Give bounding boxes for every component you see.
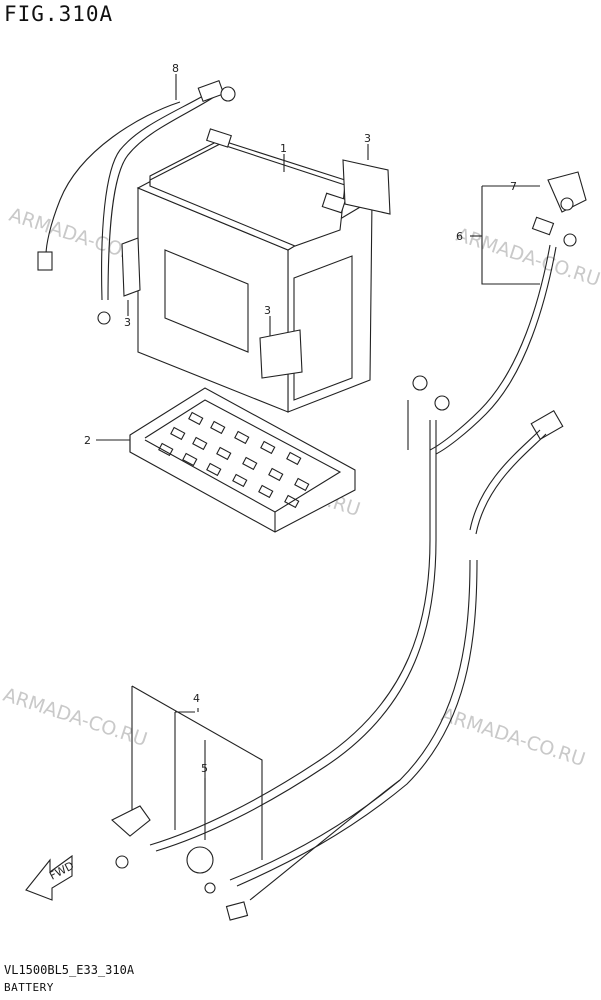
section-name: BATTERY xyxy=(4,981,54,994)
fwd-arrow: FWD xyxy=(25,854,76,901)
terminal-cover xyxy=(547,171,587,213)
callout-4: 4 xyxy=(193,692,200,705)
watermark-text: ARMADA-CO.RU xyxy=(0,684,149,751)
battery xyxy=(121,128,374,413)
main-harness xyxy=(149,375,564,901)
callout-2: 2 xyxy=(84,434,91,447)
callout-8: 8 xyxy=(172,62,179,75)
callouts: 8 1 3 3 3 2 7 6 4 5 xyxy=(84,62,517,775)
battery-cable-negative xyxy=(37,79,236,325)
callout-leaders xyxy=(96,74,540,790)
callout-7: 7 xyxy=(510,180,517,193)
callout-1: 1 xyxy=(280,142,287,155)
connector-plug xyxy=(225,901,249,921)
tray-slots xyxy=(158,411,310,509)
callout-3: 3 xyxy=(364,132,371,145)
callout-3: 3 xyxy=(124,316,131,329)
battery-cable-positive xyxy=(429,171,587,455)
callout-6: 6 xyxy=(456,230,463,243)
diagram-code: VL1500BL5_E33_310A xyxy=(4,963,135,977)
rubber-cap xyxy=(186,846,214,874)
bulb-cover xyxy=(111,805,151,837)
caution-label xyxy=(342,159,391,215)
watermark-text: ARMADA-CO.RU xyxy=(438,704,587,771)
figure-title: FIG.310A xyxy=(4,2,114,26)
callout-3: 3 xyxy=(264,304,271,317)
callout-5: 5 xyxy=(201,762,208,775)
watermark-text: ARMADA-CO.RU xyxy=(453,224,601,291)
leader-bracket xyxy=(131,685,263,860)
battery-tray xyxy=(129,387,356,533)
